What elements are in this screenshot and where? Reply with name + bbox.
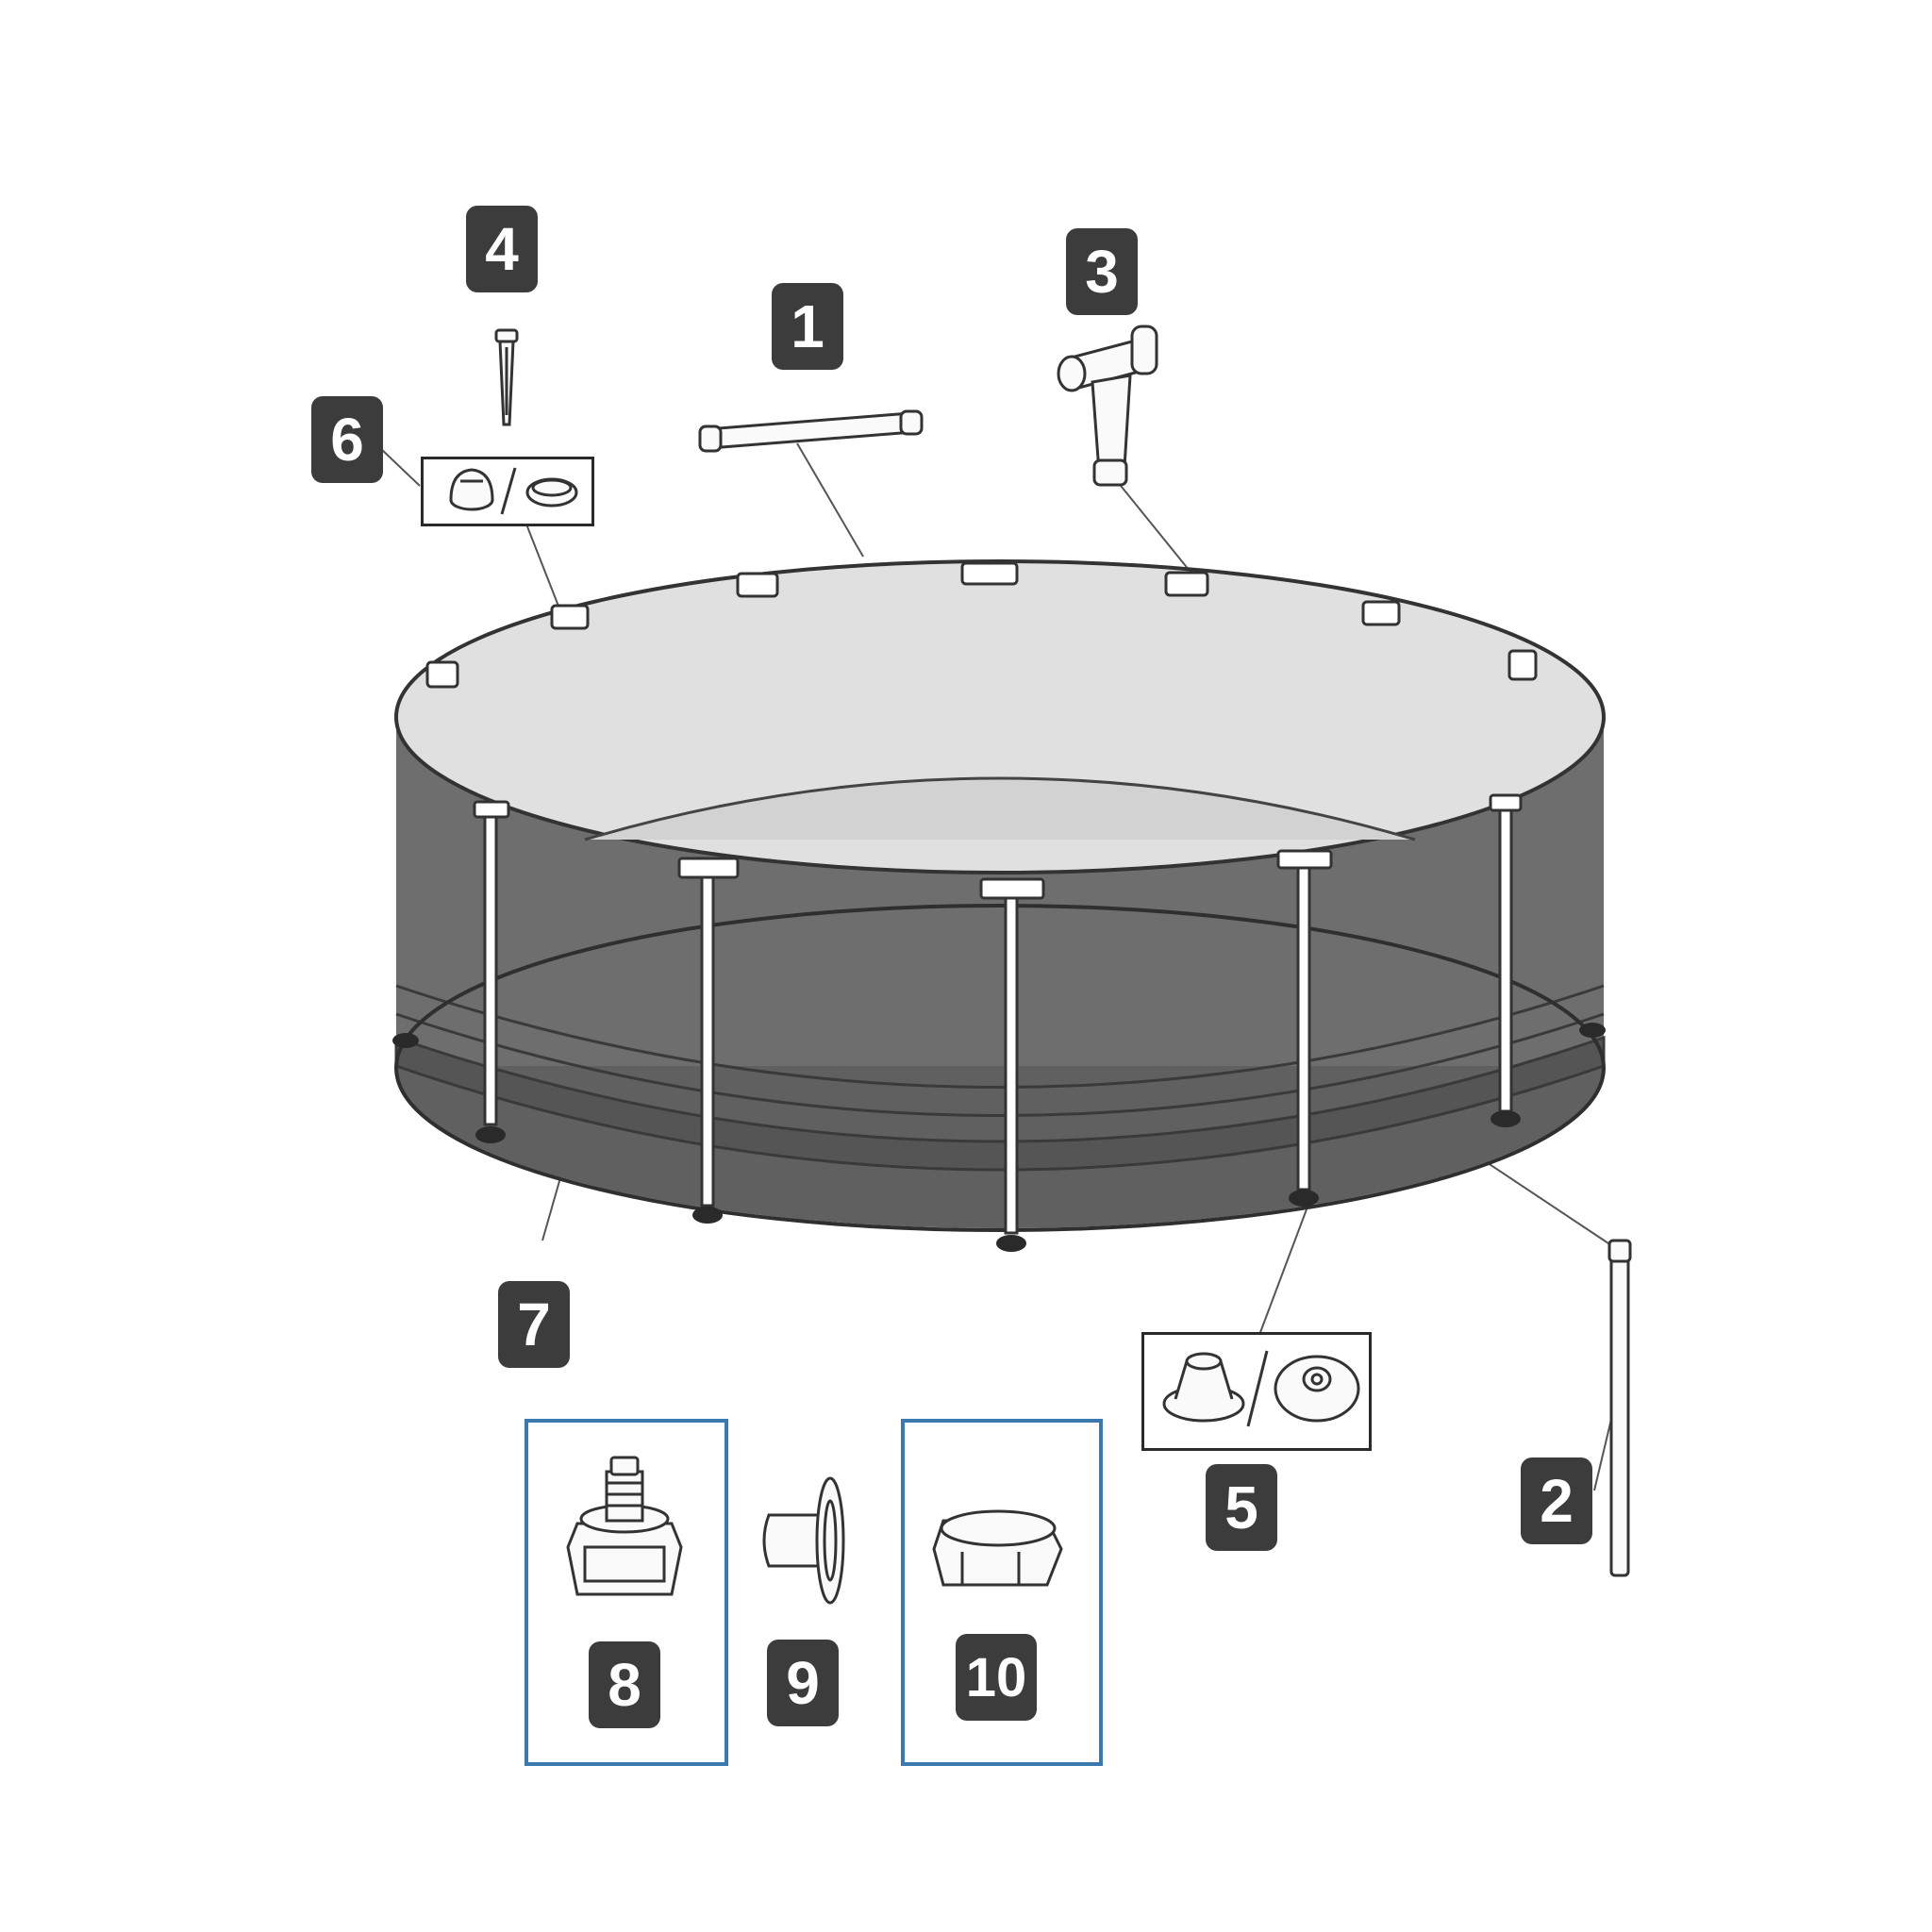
part-5-detail-box: [1141, 1332, 1372, 1451]
part-number-badge-10: 10: [956, 1634, 1037, 1721]
drain-cap-icon: [932, 1509, 1063, 1587]
part-number-badge-5: 5: [1206, 1464, 1277, 1551]
horizontal-beam-icon: [698, 409, 924, 453]
part-number-badge-6: 6: [311, 396, 383, 483]
frame-legs: [392, 793, 1606, 1252]
highlight-box-part-10: [901, 1419, 1103, 1766]
vertical-leg-icon: [1607, 1239, 1632, 1577]
part-number-badge-8: 8: [589, 1641, 660, 1728]
part-number-badge-9: 9: [767, 1640, 839, 1726]
pin-icon: [494, 328, 519, 426]
part-number-badge-3: 3: [1066, 228, 1138, 315]
part-number-badge-2: 2: [1521, 1457, 1592, 1544]
highlight-box-part-8: [525, 1419, 728, 1766]
part-number-badge-7: 7: [498, 1281, 570, 1368]
part-6-detail-box: [421, 457, 594, 526]
part-number-badge-4: 4: [466, 206, 538, 292]
plug-icon: [762, 1476, 845, 1605]
top-rail-connectors: [425, 561, 1538, 689]
part-number-badge-1: 1: [772, 283, 843, 370]
t-connector-icon: [1057, 325, 1158, 487]
drain-valve-icon: [566, 1456, 683, 1596]
